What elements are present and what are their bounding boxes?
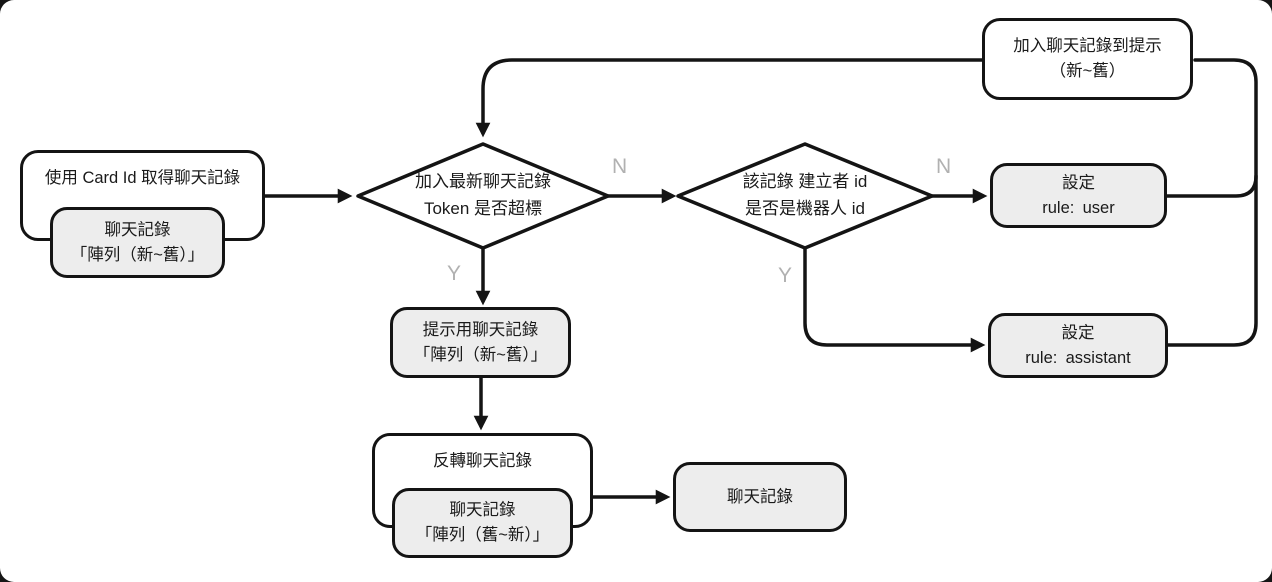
decision-creator-check-line2: 是否是機器人 id (745, 199, 865, 218)
node-set-rule-user: 設定 rule: user (990, 163, 1167, 228)
branch-label-n-creator-check: N (936, 155, 952, 178)
node-set-rule-user-line2: rule: user (1042, 198, 1115, 217)
branch-label-y-token-check: Y (447, 262, 462, 285)
node-fetch-chat-records-title: 使用 Card Id 取得聊天記錄 (44, 169, 241, 187)
node-add-records-to-prompt-line2: （新~舊） (1049, 62, 1126, 80)
node-prompt-chat-records: 提示用聊天記錄 「陣列（新~舊）」 (390, 307, 571, 378)
decision-token-check: 加入最新聊天記錄 Token 是否超標 (363, 149, 603, 241)
decision-creator-check: 該記錄 建立者 id 是否是機器人 id (683, 149, 927, 241)
edge-add-prompt-to-token-check (475, 58, 984, 138)
edge-rule-user-to-add-prompt (1165, 174, 1258, 198)
edge-rule-assistant-to-add-prompt (1166, 58, 1258, 347)
node-reverse-chat-records-data: 聊天記錄 「陣列（舊~新）」 (392, 488, 573, 558)
decision-creator-check-shape (676, 142, 934, 250)
decision-token-check-line2: Token 是否超標 (423, 199, 543, 218)
node-reverse-data-line2: 「陣列（舊~新）」 (415, 526, 550, 544)
node-add-records-to-prompt: 加入聊天記錄到提示 （新~舊） (982, 18, 1193, 100)
node-output-chat-records: 聊天記錄 (673, 462, 847, 532)
node-reverse-data-line1: 聊天記錄 (449, 501, 516, 519)
branch-label-y-creator-check: Y (778, 264, 793, 287)
node-set-rule-assistant-line2: rule: assistant (1025, 348, 1131, 367)
node-set-rule-assistant: 設定 rule: assistant (988, 313, 1168, 378)
decision-token-check-line1: 加入最新聊天記錄 (415, 172, 551, 191)
node-reverse-chat-records-title: 反轉聊天記錄 (433, 452, 532, 470)
node-prompt-chat-records-line1: 提示用聊天記錄 (422, 320, 539, 339)
edge-creator-check-to-rule-assistant (803, 246, 986, 353)
node-set-rule-user-line1: 設定 (1062, 173, 1095, 192)
node-fetch-data-line2: 「陣列（新~舊）」 (70, 245, 205, 264)
node-add-records-to-prompt-line1: 加入聊天記錄到提示 (1013, 37, 1162, 55)
decision-creator-check-line1: 該記錄 建立者 id (742, 172, 868, 191)
node-output-chat-records-title: 聊天記錄 (727, 487, 793, 506)
node-set-rule-assistant-line1: 設定 (1061, 323, 1095, 342)
branch-label-n-token-check: N (612, 155, 628, 178)
node-fetch-data-line1: 聊天記錄 (104, 220, 171, 239)
decision-token-check-shape (356, 142, 610, 250)
node-prompt-chat-records-line2: 「陣列（新~舊）」 (413, 345, 548, 364)
node-fetch-chat-records-data: 聊天記錄 「陣列（新~舊）」 (50, 207, 225, 278)
